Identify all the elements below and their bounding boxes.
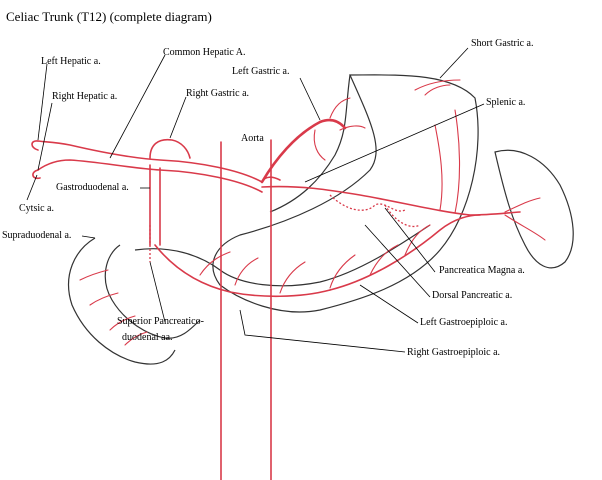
- leader-superior-pancreaticoduodenal: [149, 261, 166, 323]
- leader-short-gastric: [439, 47, 469, 79]
- duodenal-branch-4: [124, 331, 148, 346]
- short-gastric-2: [454, 109, 461, 214]
- label-aorta: Aorta: [241, 133, 264, 144]
- label-common-hepatic: Common Hepatic A.: [163, 47, 246, 58]
- diagram-title: Celiac Trunk (T12) (complete diagram): [6, 9, 212, 24]
- stomach-lesser-curve: [269, 74, 351, 213]
- greater-curve-branch-3: [279, 261, 306, 294]
- splenic-artery: [261, 185, 521, 216]
- left-gastric-branch-3: [313, 129, 326, 161]
- label-superior-pancreatico-line1: Superior Pancreatico-: [117, 316, 204, 327]
- label-left-gastroepiploic: Left Gastroepiploic a.: [420, 317, 507, 328]
- leader-right-gastroepiploic: [239, 309, 406, 353]
- duodenal-branch-1: [79, 269, 109, 281]
- organ-outlines: [68, 74, 574, 365]
- leader-left-gastroepiploic: [359, 284, 419, 324]
- duodenal-branch-2: [89, 292, 119, 306]
- label-right-hepatic: Right Hepatic a.: [52, 91, 117, 102]
- leader-lines: [26, 47, 485, 353]
- label-superior-pancreatico-line2: duodenal aa.: [122, 332, 173, 343]
- left-gastroepiploic-artery: [329, 214, 481, 291]
- short-gastric-3: [414, 79, 461, 91]
- leader-splenic: [304, 103, 485, 183]
- leader-cystic: [26, 174, 38, 201]
- label-cystic: Cytsic a.: [19, 203, 54, 214]
- leader-supraduodenal: [81, 235, 96, 239]
- leader-right-gastric: [169, 96, 187, 139]
- arterial-tree: [31, 79, 546, 480]
- greater-curve-branch-6: [404, 224, 431, 256]
- labels: Left Hepatic a. Common Hepatic A. Left G…: [2, 38, 534, 358]
- greater-curve-branch-2: [234, 257, 259, 286]
- leader-dorsal-pancreatic: [364, 224, 431, 298]
- greater-curve-branch-5: [369, 244, 399, 276]
- leader-pancreatica-magna: [384, 207, 436, 273]
- label-dorsal-pancreatic: Dorsal Pancreatic a.: [432, 290, 512, 301]
- short-gastric-4: [424, 84, 451, 96]
- label-supraduodenal: Supraduodenal a.: [2, 230, 71, 241]
- duodenum-inner: [104, 244, 201, 339]
- label-gastroduodenal: Gastroduodenal a.: [56, 182, 129, 193]
- common-hepatic-artery-lower: [37, 159, 263, 193]
- left-hepatic-artery: [31, 140, 39, 151]
- label-short-gastric: Short Gastric a.: [471, 38, 534, 49]
- common-hepatic-artery-upper: [37, 140, 263, 183]
- greater-curve-branch-4: [329, 254, 356, 289]
- dorsal-pancreatic-dotted: [384, 204, 421, 228]
- stomach-outline: [212, 74, 479, 313]
- left-gastric-branch-1: [329, 97, 351, 119]
- leader-left-gastric: [299, 77, 321, 121]
- label-splenic: Splenic a.: [486, 97, 525, 108]
- splenic-branch-upper: [504, 197, 541, 213]
- right-gastric-artery: [149, 138, 191, 159]
- spleen-outline: [494, 149, 574, 269]
- leader-left-hepatic: [37, 63, 48, 141]
- right-hepatic-artery: [32, 169, 41, 180]
- leader-common-hepatic: [109, 54, 166, 159]
- left-gastric-branch-2: [339, 125, 366, 131]
- label-pancreatica-magna: Pancreatica Magna a.: [439, 265, 525, 276]
- pancreatica-magna-dotted: [329, 194, 406, 212]
- left-gastric-artery: [260, 118, 347, 184]
- duodenal-branch-3: [109, 315, 136, 331]
- duodenum-outline: [68, 237, 176, 365]
- pancreas-outline: [134, 224, 431, 287]
- greater-curve-branch-1: [199, 251, 231, 276]
- splenic-branch-lower: [504, 214, 546, 241]
- short-gastric-1: [434, 124, 443, 211]
- leader-right-hepatic: [37, 102, 53, 171]
- label-left-hepatic: Left Hepatic a.: [41, 56, 101, 67]
- label-right-gastroepiploic: Right Gastroepiploic a.: [407, 347, 500, 358]
- label-left-gastric: Left Gastric a.: [232, 66, 289, 77]
- label-right-gastric: Right Gastric a.: [186, 88, 249, 99]
- right-gastroepiploic-artery: [154, 244, 331, 298]
